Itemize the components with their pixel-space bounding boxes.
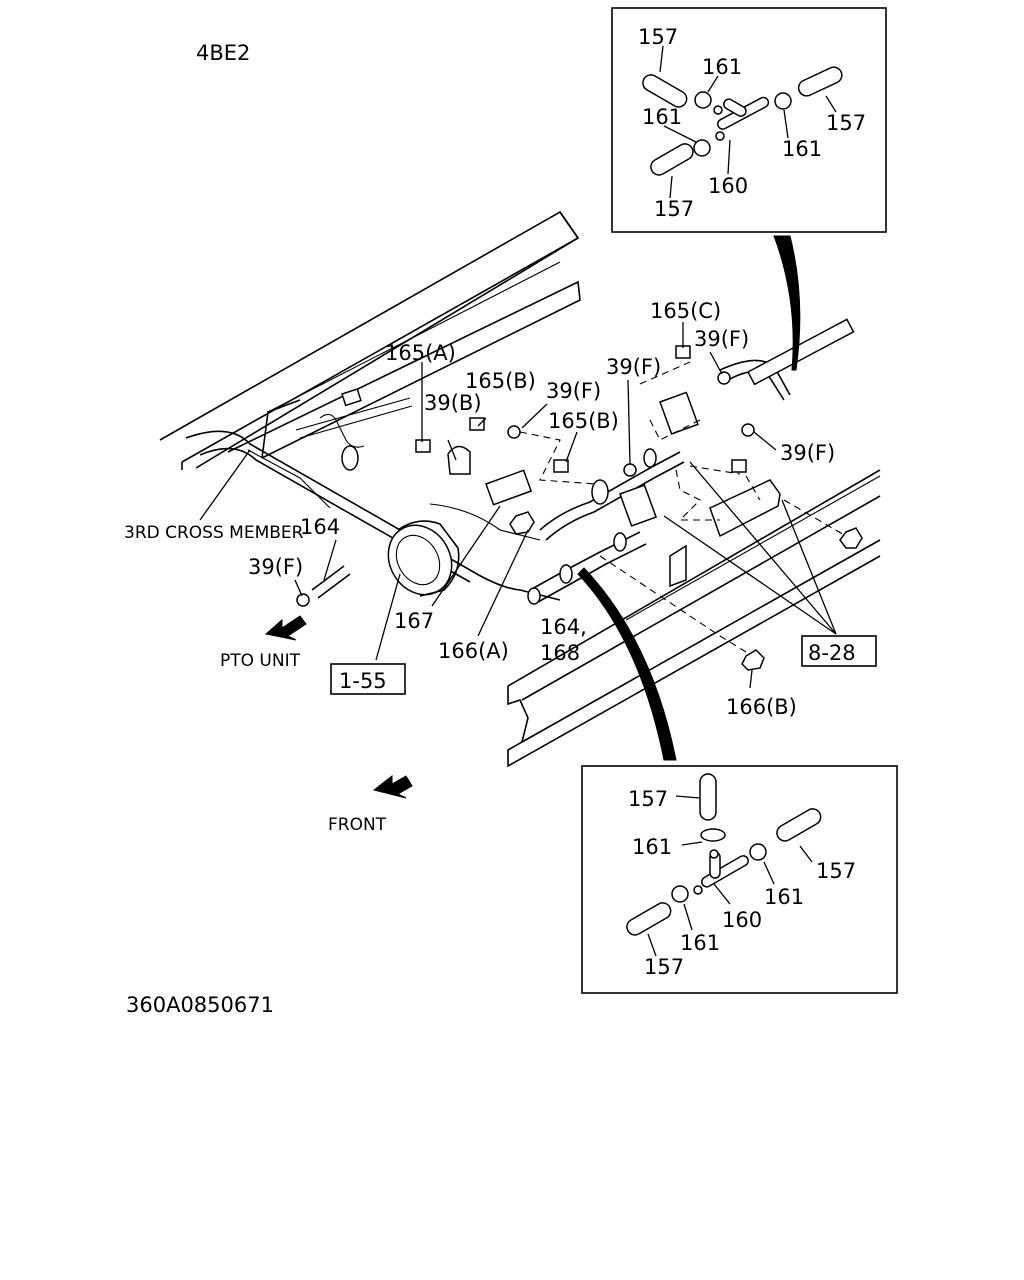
engine-code: 4BE2: [196, 41, 250, 65]
label-pto-unit: PTO UNIT: [220, 651, 301, 671]
pto-direction-arrow: [264, 615, 307, 641]
bottom-label-161-c: 161: [680, 931, 720, 955]
label-165c: 165(C): [650, 299, 721, 323]
label-39f-2: 39(F): [606, 355, 661, 379]
bottom-label-157-c: 157: [644, 955, 684, 979]
frame-rail-lower: [507, 469, 881, 768]
label-166b: 166(B): [726, 695, 797, 719]
bottom-label-161-b: 161: [764, 885, 804, 909]
label-39f-5: 39(F): [248, 555, 303, 579]
label-164-b: 164,: [540, 615, 587, 639]
detail-box-bottom: 157 161 157 161 160 161 157: [581, 765, 898, 994]
top-label-157-a: 157: [638, 25, 678, 49]
callout-wedge-top: [773, 235, 801, 371]
bottom-label-157-a: 157: [628, 787, 668, 811]
ref-1-55-text: 1-55: [339, 669, 387, 693]
label-39f-1: 39(F): [546, 379, 601, 403]
top-label-161-a: 161: [702, 55, 742, 79]
label-39f-3: 39(F): [694, 327, 749, 351]
top-label-161-b: 161: [642, 105, 682, 129]
leader-lines: [199, 322, 837, 689]
cross-member: [185, 430, 561, 601]
label-165b-1: 165(B): [465, 369, 536, 393]
label-168: 168: [540, 641, 580, 665]
dashed-guides: [519, 361, 847, 653]
bottom-label-157-b: 157: [816, 859, 856, 883]
top-label-161-c: 161: [782, 137, 822, 161]
top-label-160: 160: [708, 174, 748, 198]
label-165b-2: 165(B): [548, 409, 619, 433]
label-165a: 165(A): [385, 341, 456, 365]
label-front: FRONT: [328, 815, 387, 835]
ref-box-8-28: 8-28: [801, 635, 877, 667]
label-164-a: 164: [300, 515, 340, 539]
ref-box-1-55: 1-55: [330, 663, 406, 695]
main-labels: 165(A) 165(B) 39(B) 39(F) 165(B) 39(F) 1…: [124, 299, 835, 835]
detail-box-top: 157 161 161 157 161 160 157: [611, 7, 887, 233]
hose-assembly: [295, 318, 863, 671]
top-label-157-c: 157: [654, 197, 694, 221]
top-label-157-b: 157: [826, 111, 866, 135]
label-39f-4: 39(F): [780, 441, 835, 465]
bottom-label-161-a: 161: [632, 835, 672, 859]
drawing-number: 360A0850671: [126, 993, 274, 1017]
front-direction-arrow: [372, 774, 413, 799]
callout-wedge-bottom: [577, 567, 677, 761]
label-cross-member: 3RD CROSS MEMBER: [124, 523, 304, 543]
ref-8-28-text: 8-28: [808, 641, 856, 665]
pto-unit-drum: [387, 520, 460, 597]
label-167: 167: [394, 609, 434, 633]
label-166a: 166(A): [438, 639, 509, 663]
bottom-label-160: 160: [722, 908, 762, 932]
label-39b: 39(B): [424, 391, 482, 415]
frame-rail-upper: [159, 210, 581, 470]
